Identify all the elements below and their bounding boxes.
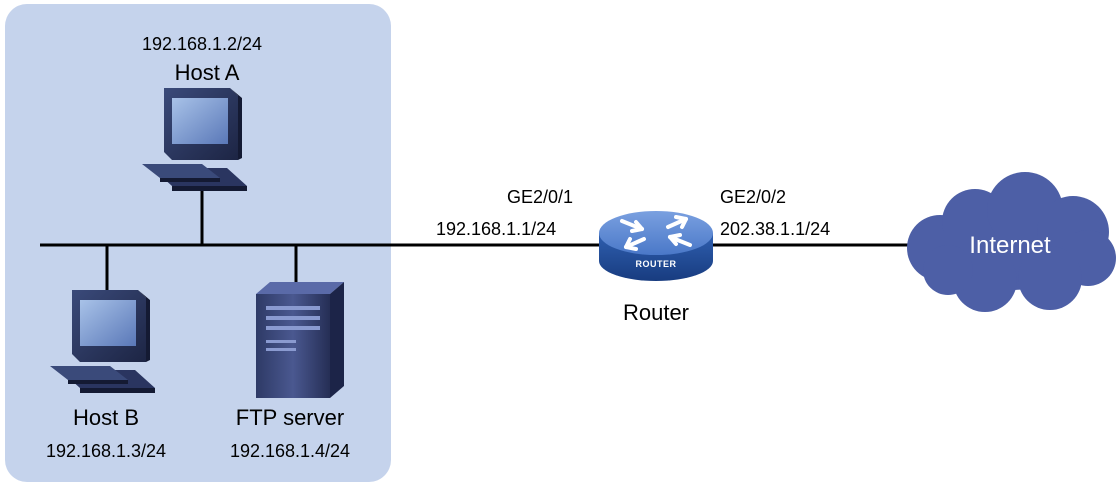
host-b-name: Host B	[72, 405, 140, 430]
router-interface-left-name: GE2/0/1	[507, 187, 574, 207]
host-a-ip: 192.168.1.2/24	[141, 34, 263, 54]
host-a-name: Host A	[174, 60, 240, 85]
host-b-computer-icon	[50, 290, 155, 393]
host-a-computer-icon	[142, 88, 247, 191]
ftp-server-name: FTP server	[235, 405, 345, 430]
host-b-ip: 192.168.1.3/24	[45, 441, 167, 461]
router-name: Router	[622, 300, 690, 325]
internet-cloud-icon	[907, 172, 1116, 312]
ftp-server-ip: 192.168.1.4/24	[229, 441, 351, 461]
router-interface-left-ip: 192.168.1.1/24	[436, 219, 557, 239]
router-icon	[599, 211, 713, 281]
router-badge: ROUTER	[635, 259, 677, 269]
router-interface-right-name: GE2/0/2	[720, 187, 787, 207]
internet-label: Internet	[969, 232, 1051, 259]
router-interface-right-ip: 202.38.1.1/24	[720, 219, 831, 239]
links	[40, 182, 915, 290]
ftp-server-icon	[256, 282, 344, 398]
